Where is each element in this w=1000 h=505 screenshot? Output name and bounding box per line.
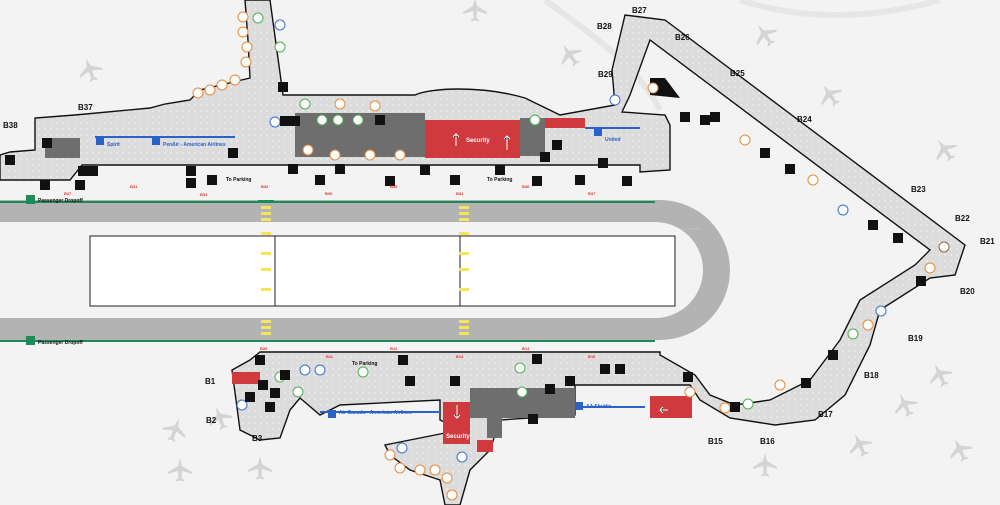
facility-icons bbox=[5, 82, 926, 424]
gate-b26: B26 bbox=[675, 33, 690, 42]
gate-b37: B37 bbox=[78, 103, 93, 112]
small-gate-labels: B27 B31 B33 B32 B30 B35 B34 B36 B37 B39 … bbox=[64, 184, 596, 359]
walkway-dots bbox=[192, 11, 950, 501]
small-gate: B11 bbox=[326, 354, 334, 359]
small-gate: B35 bbox=[390, 184, 398, 189]
small-gate: B31 bbox=[130, 184, 138, 189]
small-gate: B36 bbox=[522, 184, 530, 189]
gate-b22: B22 bbox=[955, 214, 970, 223]
small-gate: B13 bbox=[456, 354, 464, 359]
security-areas bbox=[232, 118, 692, 452]
airline-penair: PenAir - American Airlines bbox=[163, 142, 226, 148]
gate-b18: B18 bbox=[864, 371, 879, 380]
gate-b16: B16 bbox=[760, 437, 775, 446]
small-gate: B14 bbox=[522, 346, 530, 351]
airline-united: United bbox=[605, 137, 621, 143]
small-gate: B27 bbox=[64, 191, 72, 196]
gate-labels: B1 B2 B3 B15 B16 B17 B18 B19 B20 B21 B22… bbox=[3, 6, 995, 446]
airline-labels: Spirit PenAir - American Airlines United… bbox=[96, 128, 621, 418]
small-gate: B30 bbox=[325, 191, 333, 196]
to-parking-1: To Parking bbox=[226, 177, 251, 183]
to-parking-2: To Parking bbox=[487, 177, 512, 183]
small-gate: B33 bbox=[200, 192, 208, 197]
security-label-south: Security bbox=[446, 434, 470, 440]
gate-b25: B25 bbox=[730, 69, 745, 78]
small-gate: B10 bbox=[588, 354, 596, 359]
gate-b23: B23 bbox=[911, 185, 926, 194]
dropoff-south: Passenger Dropoff bbox=[38, 340, 83, 346]
gate-b1: B1 bbox=[205, 377, 216, 386]
airline-air-canada: Air Canada - American Airlines bbox=[339, 410, 412, 416]
gate-b21: B21 bbox=[980, 237, 995, 246]
small-gate: B32 bbox=[261, 184, 269, 189]
security-label-north: Security bbox=[466, 138, 490, 144]
to-parking-3: To Parking bbox=[352, 361, 377, 367]
small-gate: B37 bbox=[588, 191, 596, 196]
gate-b29: B29 bbox=[598, 70, 613, 79]
gate-b20: B20 bbox=[960, 287, 975, 296]
small-gate: B12 bbox=[390, 346, 398, 351]
gate-b3: B3 bbox=[252, 434, 263, 443]
dropoff-north: Passenger Dropoff bbox=[38, 198, 83, 204]
gate-b15: B15 bbox=[708, 437, 723, 446]
parking-labels: To Parking To Parking To Parking bbox=[226, 177, 512, 367]
gate-b38: B38 bbox=[3, 121, 18, 130]
gate-b2: B2 bbox=[206, 416, 217, 425]
roadway bbox=[0, 200, 730, 342]
gate-b24: B24 bbox=[797, 115, 812, 124]
dropoff-labels: Passenger Dropoff Passenger Dropoff bbox=[26, 195, 83, 346]
gate-b19: B19 bbox=[908, 334, 923, 343]
small-gate: B39 bbox=[260, 346, 268, 351]
small-gate: B34 bbox=[456, 191, 464, 196]
gate-b27: B27 bbox=[632, 6, 647, 15]
airline-spirit: Spirit bbox=[107, 142, 120, 148]
airline-aa-shuttle: AA Shuttle bbox=[586, 404, 612, 410]
gate-b17: B17 bbox=[818, 410, 833, 419]
gate-b28: B28 bbox=[597, 22, 612, 31]
